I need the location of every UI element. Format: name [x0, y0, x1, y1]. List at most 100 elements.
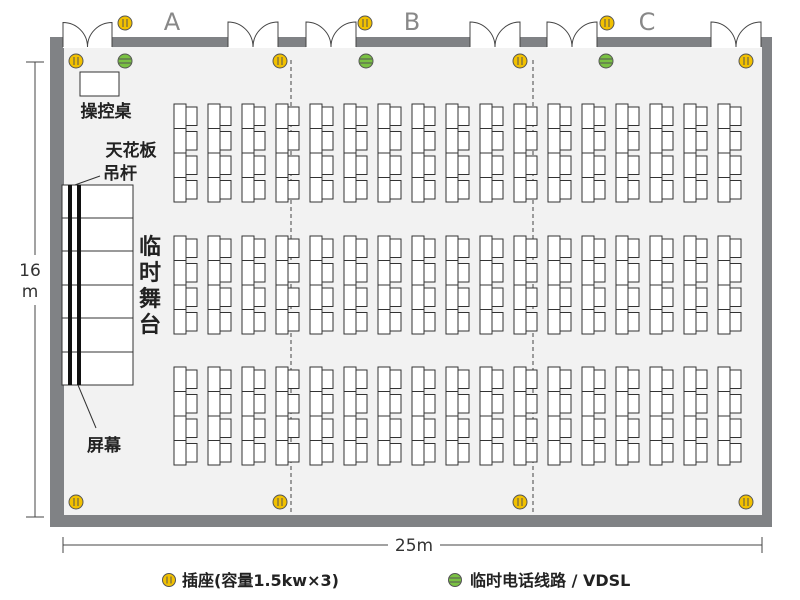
seat [649, 309, 674, 335]
seat [445, 440, 470, 466]
seat [241, 391, 266, 417]
seat [173, 260, 198, 286]
seat [411, 415, 436, 441]
seat [683, 284, 708, 310]
seat [275, 366, 300, 392]
phone-line-icon [117, 53, 133, 69]
seat [241, 440, 266, 466]
seat [377, 260, 402, 286]
seat [581, 366, 606, 392]
ceiling-rod-label-line2: 吊杆 [103, 164, 137, 184]
seat [309, 440, 334, 466]
seat [445, 128, 470, 154]
seat [343, 128, 368, 154]
seat [683, 235, 708, 261]
seat [309, 103, 334, 129]
seat [547, 440, 572, 466]
seat [377, 309, 402, 335]
seat [683, 103, 708, 129]
seat [683, 415, 708, 441]
seat [207, 366, 232, 392]
seat [173, 177, 198, 203]
seat [513, 128, 538, 154]
double-door [62, 21, 113, 48]
seat [513, 103, 538, 129]
seat [173, 152, 198, 178]
seat [207, 128, 232, 154]
outlet-icon [162, 573, 176, 587]
seat [173, 103, 198, 129]
seat [717, 152, 742, 178]
seat [547, 235, 572, 261]
seat [717, 440, 742, 466]
screen-bar [77, 185, 81, 385]
seat [241, 103, 266, 129]
stage-char: 时 [139, 261, 161, 286]
section-label-b: B [404, 8, 420, 36]
seat [377, 440, 402, 466]
seat [241, 260, 266, 286]
seat [513, 309, 538, 335]
outlet-icon [117, 15, 133, 31]
seat [343, 235, 368, 261]
legend-phone-label: 临时电话线路 / VDSL [470, 571, 630, 590]
seat [513, 260, 538, 286]
seat [479, 415, 504, 441]
seat [581, 309, 606, 335]
seat [207, 284, 232, 310]
seat [547, 128, 572, 154]
seat [275, 128, 300, 154]
double-door [227, 21, 279, 48]
seat [445, 415, 470, 441]
seat [649, 440, 674, 466]
seat [343, 366, 368, 392]
seat [479, 103, 504, 129]
seat [343, 177, 368, 203]
seat [479, 235, 504, 261]
seat [615, 440, 640, 466]
seat [377, 235, 402, 261]
seat [547, 284, 572, 310]
seat [479, 260, 504, 286]
seat [207, 235, 232, 261]
seat [207, 103, 232, 129]
seat [581, 391, 606, 417]
seat [615, 177, 640, 203]
height-dimension-unit: m [22, 282, 39, 302]
seat [581, 103, 606, 129]
seat [479, 152, 504, 178]
seat [547, 103, 572, 129]
seat [547, 366, 572, 392]
seat [581, 440, 606, 466]
seat [581, 235, 606, 261]
seat [581, 260, 606, 286]
seat [241, 309, 266, 335]
seat [241, 366, 266, 392]
seat [343, 284, 368, 310]
seat [717, 260, 742, 286]
control-desk-label: 操控桌 [81, 101, 133, 122]
seat [615, 152, 640, 178]
seat [445, 177, 470, 203]
outlet-icon [272, 53, 288, 69]
seat [615, 391, 640, 417]
section-label-c: C [639, 8, 656, 36]
height-dimension-value: 16 [19, 261, 41, 281]
seat [717, 415, 742, 441]
seat [343, 415, 368, 441]
stage-char: 台 [139, 312, 161, 338]
seat [411, 103, 436, 129]
seat [513, 440, 538, 466]
seat [479, 177, 504, 203]
seat [649, 103, 674, 129]
seat [241, 128, 266, 154]
seat [411, 391, 436, 417]
seat [649, 415, 674, 441]
seat [275, 415, 300, 441]
double-door [546, 21, 598, 48]
seat [377, 415, 402, 441]
stage-char: 临 [139, 234, 161, 260]
seat [479, 440, 504, 466]
seat [411, 284, 436, 310]
